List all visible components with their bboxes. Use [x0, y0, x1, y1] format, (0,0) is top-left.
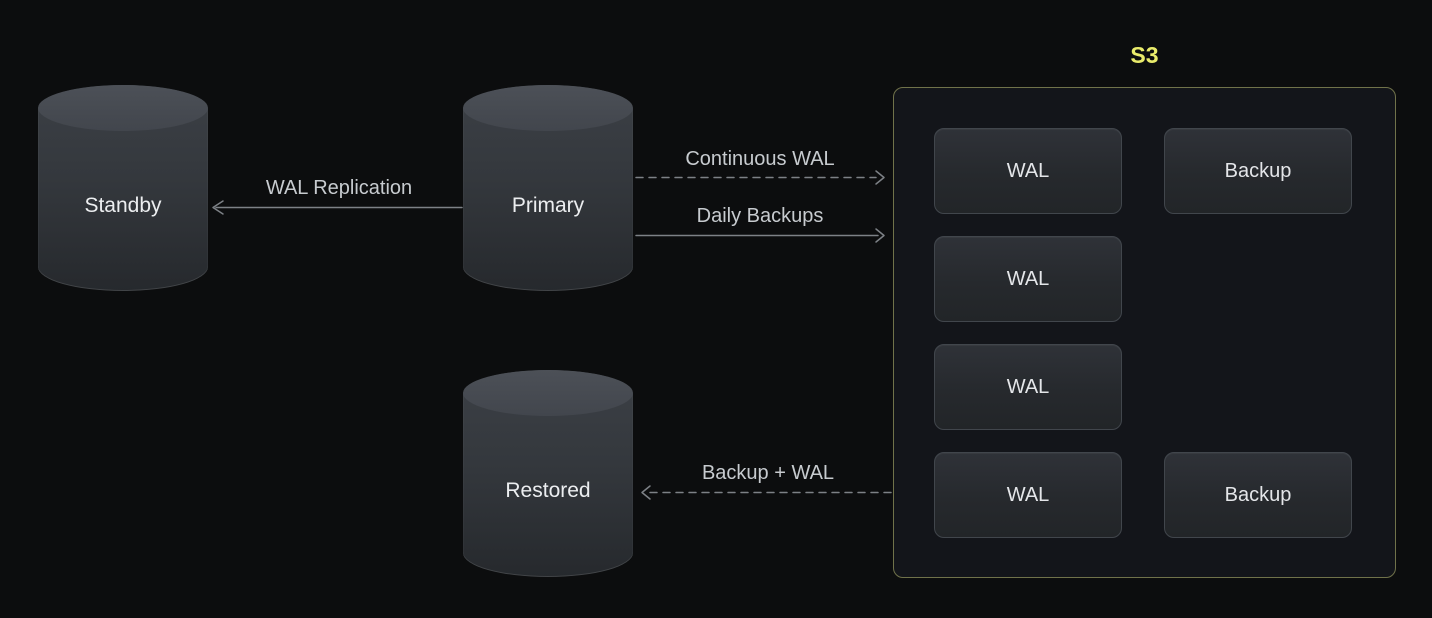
restored-database-cylinder: Restored	[463, 370, 633, 577]
continuous-wal-label: Continuous WAL	[685, 148, 835, 170]
continuous-wal-arrow	[635, 170, 885, 185]
cylinder-top-ellipse	[463, 85, 633, 131]
daily-backups-arrow	[635, 228, 885, 243]
s3-title: S3	[1130, 42, 1159, 68]
standby-database-cylinder: Standby	[38, 85, 208, 291]
cylinder-top-ellipse	[463, 370, 633, 416]
s3-wal-box: WAL	[934, 236, 1122, 322]
s3-wal-box: WAL	[934, 344, 1122, 430]
backup-wal-label: Backup + WAL	[701, 462, 835, 484]
primary-database-cylinder: Primary	[463, 85, 633, 291]
s3-wal-box: WAL	[934, 128, 1122, 214]
wal-replication-label: WAL Replication	[265, 177, 413, 199]
restored-label: Restored	[505, 479, 591, 502]
wal-replication-arrow	[212, 200, 463, 215]
s3-wal-box: WAL	[934, 452, 1122, 538]
standby-label: Standby	[84, 194, 162, 217]
daily-backups-label: Daily Backups	[696, 205, 824, 227]
backup-wal-arrow	[641, 485, 892, 500]
s3-backup-box: Backup	[1164, 128, 1352, 214]
s3-container: WAL WAL WAL WAL Backup Backup	[893, 87, 1396, 578]
primary-label: Primary	[511, 194, 585, 217]
cylinder-top-ellipse	[38, 85, 208, 131]
s3-backup-box: Backup	[1164, 452, 1352, 538]
